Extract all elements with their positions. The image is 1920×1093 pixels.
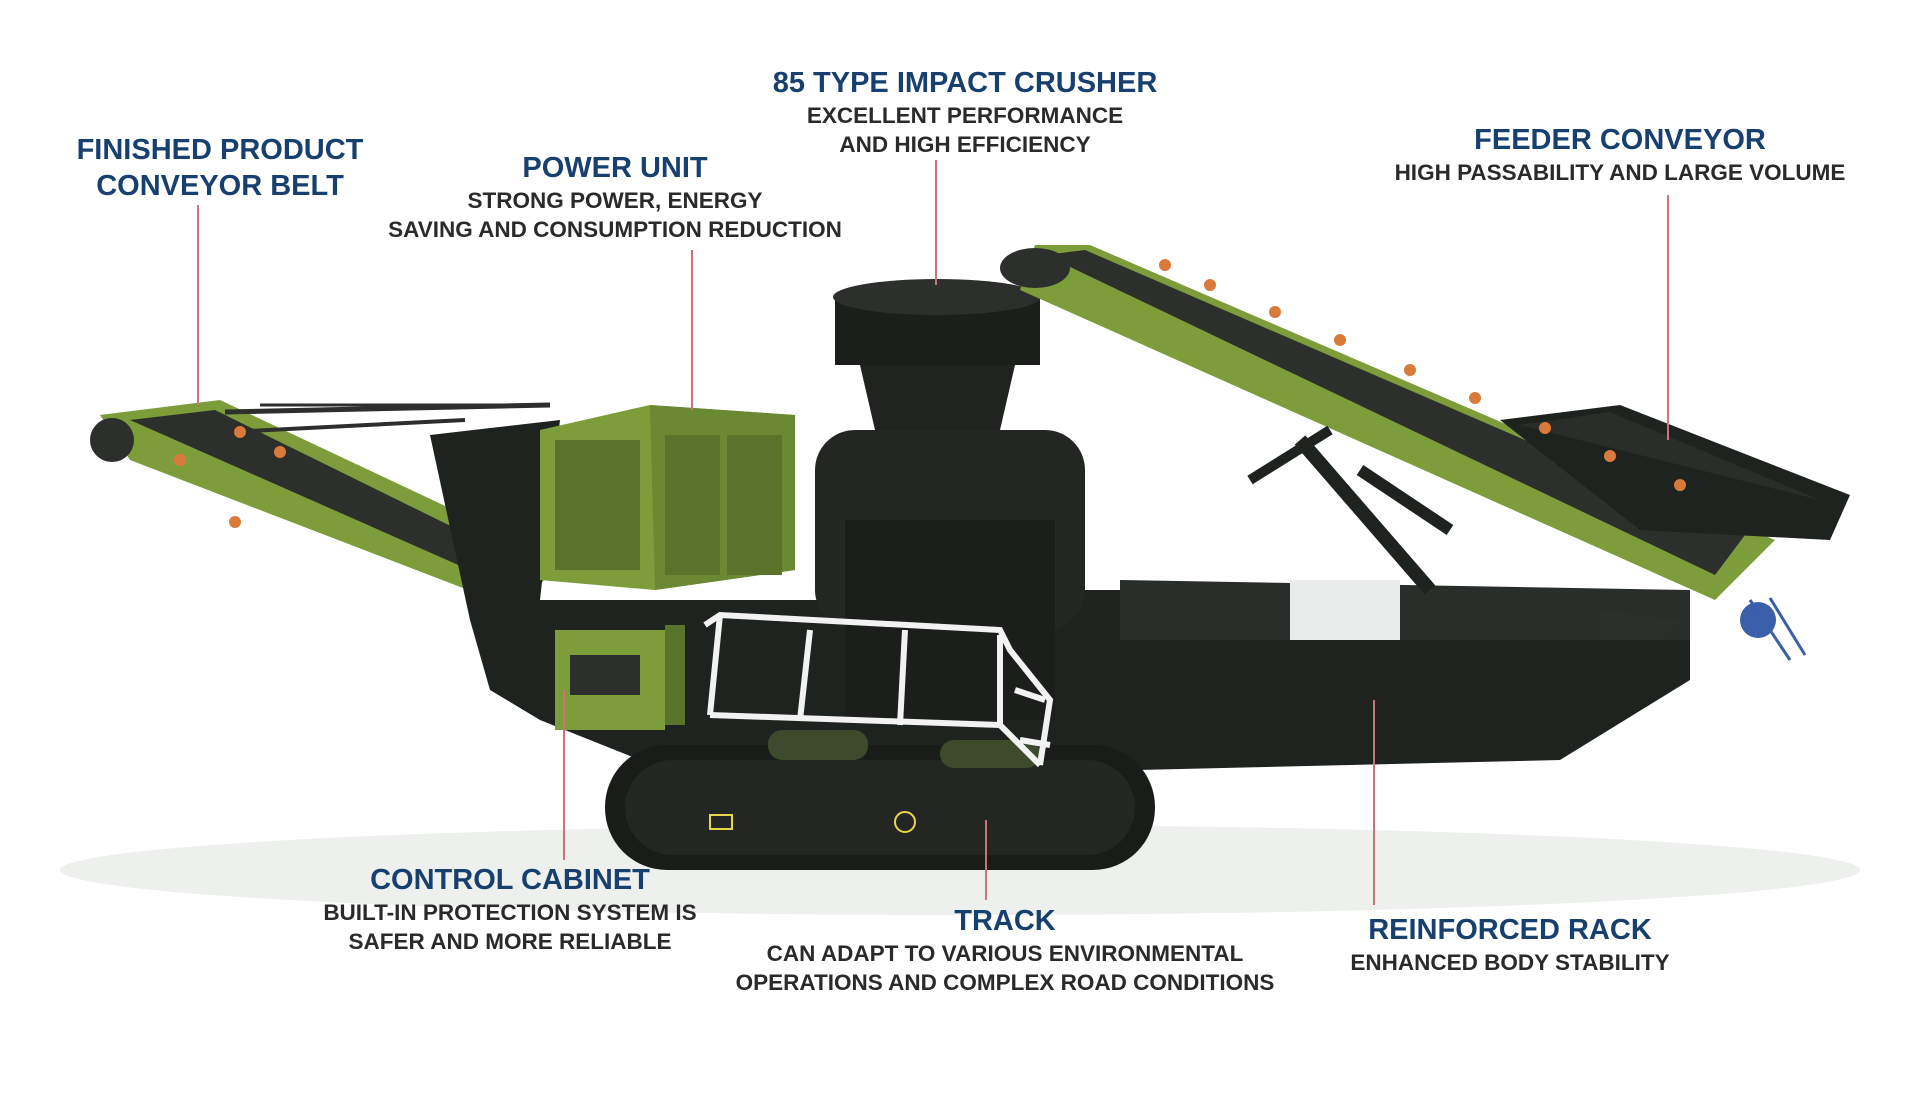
callout-title: FEEDER CONVEYOR xyxy=(1474,124,1766,156)
callout-title: REINFORCED RACK xyxy=(1368,914,1652,946)
finished-product-conveyor xyxy=(90,400,560,610)
leader-line-finished-product xyxy=(197,205,199,405)
leader-line-control-cabinet xyxy=(563,690,565,860)
power-unit-housing xyxy=(540,405,795,590)
leader-line-track xyxy=(985,820,987,900)
callout-title: 85 TYPE IMPACT CRUSHER xyxy=(772,67,1158,99)
control-cabinet-box xyxy=(555,625,685,730)
leader-line-feeder-conveyor xyxy=(1667,195,1669,440)
callout-title: FINISHED PRODUCT CONVEYOR BELT xyxy=(76,134,364,202)
leader-line-power-unit xyxy=(691,250,693,410)
callout-description: STRONG POWER, ENERGY SAVING AND CONSUMPT… xyxy=(388,188,842,242)
callout-description: EXCELLENT PERFORMANCE AND HIGH EFFICIENC… xyxy=(806,103,1124,157)
leader-line-reinforced-rack xyxy=(1373,700,1375,905)
callout-feeder-conveyor: FEEDER CONVEYOR HIGH PASSABILITY AND LAR… xyxy=(1340,122,1900,187)
leader-line-impact-crusher xyxy=(935,160,937,285)
callout-impact-crusher: 85 TYPE IMPACT CRUSHER EXCELLENT PERFORM… xyxy=(710,65,1220,159)
callout-finished-product-conveyor-belt: FINISHED PRODUCT CONVEYOR BELT xyxy=(40,132,400,204)
callout-control-cabinet: CONTROL CABINET BUILT-IN PROTECTION SYST… xyxy=(300,862,720,956)
callout-description: HIGH PASSABILITY AND LARGE VOLUME xyxy=(1394,160,1846,185)
callout-description: BUILT-IN PROTECTION SYSTEM IS SAFER AND … xyxy=(323,900,697,954)
callout-reinforced-rack: REINFORCED RACK ENHANCED BODY STABILITY xyxy=(1290,912,1730,977)
crawler-track xyxy=(605,730,1155,870)
callout-title: TRACK xyxy=(954,905,1056,937)
callout-description: ENHANCED BODY STABILITY xyxy=(1350,950,1670,975)
callout-description: CAN ADAPT TO VARIOUS ENVIRONMENTAL OPERA… xyxy=(735,941,1275,995)
callout-power-unit: POWER UNIT STRONG POWER, ENERGY SAVING A… xyxy=(335,150,895,244)
feeder-conveyor-frame xyxy=(1000,245,1850,661)
impact-crusher-body xyxy=(815,279,1085,720)
callout-title: CONTROL CABINET xyxy=(370,864,650,896)
callout-track: TRACK CAN ADAPT TO VARIOUS ENVIRONMENTAL… xyxy=(705,903,1305,997)
callout-title: POWER UNIT xyxy=(522,152,708,184)
platform-railing xyxy=(703,611,1054,768)
